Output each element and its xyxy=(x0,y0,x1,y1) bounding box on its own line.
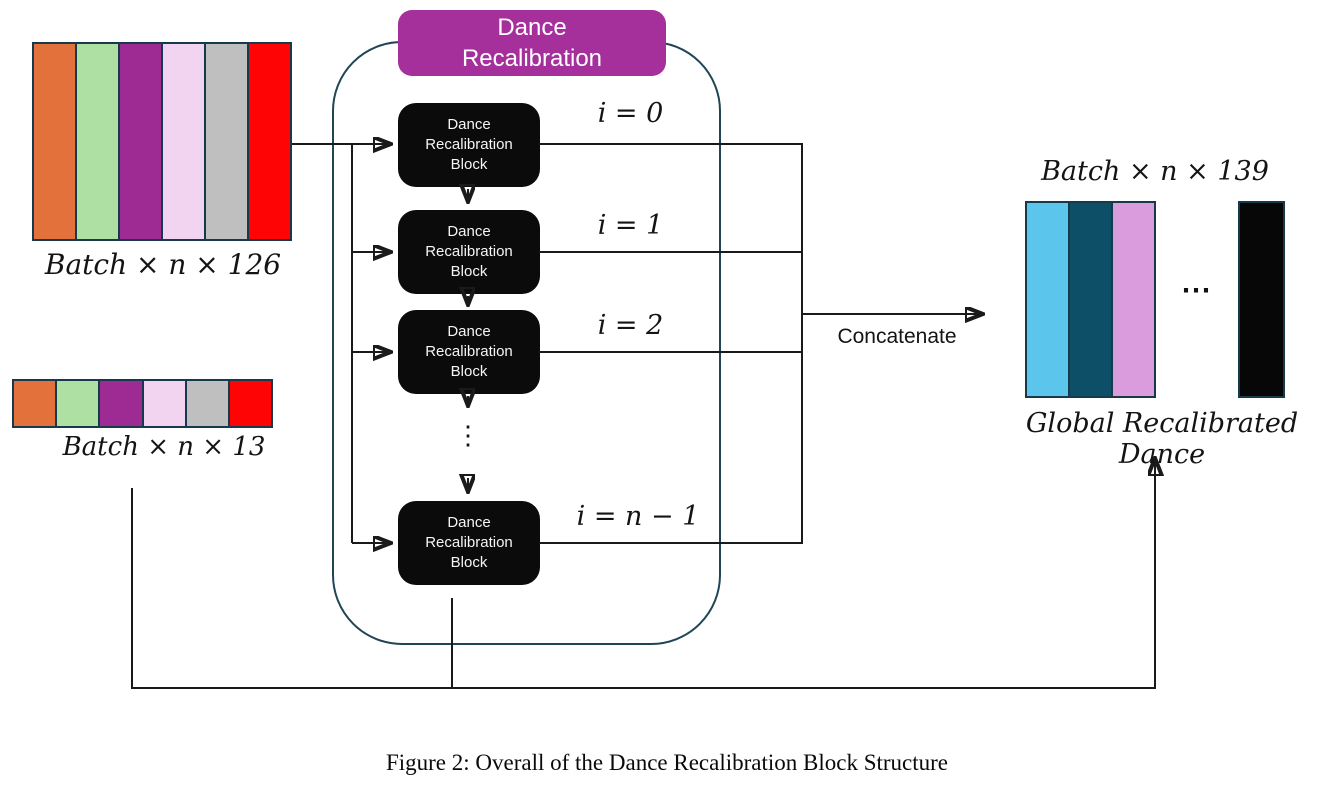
color-bar xyxy=(186,381,228,426)
aux-dim-label: Batch × n × 13 xyxy=(62,432,266,462)
output-name-label: Global Recalibrated Dance xyxy=(1025,408,1299,470)
aux-feature-bar xyxy=(12,379,273,428)
recalibration-title-label: Dance Recalibration xyxy=(461,14,603,72)
color-bar xyxy=(1027,203,1068,396)
color-bar xyxy=(100,381,142,426)
recalibration-block-label: Dance Recalibration Block xyxy=(425,514,513,571)
color-bar xyxy=(163,44,204,239)
aux-bottom-route xyxy=(131,459,1155,689)
index-label-n: i = n − 1 xyxy=(576,501,700,532)
color-bar xyxy=(229,381,272,426)
color-bar xyxy=(1070,203,1111,396)
vertical-ellipsis: ⋮ xyxy=(455,420,481,450)
index-label-2: i = 2 xyxy=(597,310,664,341)
input-feature-block xyxy=(32,42,292,241)
color-bar xyxy=(206,44,247,239)
input-dim-label: Batch × n × 126 xyxy=(44,248,282,281)
index-label-1: i = 1 xyxy=(597,210,664,241)
recalibration-block-label: Dance Recalibration Block xyxy=(425,223,513,280)
horizontal-ellipsis: ⋯ xyxy=(1181,274,1211,307)
recalibration-block-label: Dance Recalibration Block xyxy=(425,323,513,380)
color-bar xyxy=(77,44,118,239)
color-bar xyxy=(14,381,56,426)
color-bar xyxy=(143,381,185,426)
output-dim-label: Batch × n × 139 xyxy=(1041,156,1269,187)
recalibration-block-n: Dance Recalibration Block xyxy=(398,501,540,585)
recalibration-block-0: Dance Recalibration Block xyxy=(398,103,540,187)
recalibration-block-2: Dance Recalibration Block xyxy=(398,310,540,394)
output-feature-block xyxy=(1025,201,1156,398)
color-bar xyxy=(1113,203,1154,396)
figure-caption: Figure 2: Overall of the Dance Recalibra… xyxy=(385,750,949,775)
index-label-0: i = 0 xyxy=(597,98,664,129)
color-bar xyxy=(34,44,75,239)
color-bar xyxy=(120,44,161,239)
color-bar xyxy=(57,381,99,426)
recalibration-title-box: Dance Recalibration xyxy=(398,10,666,76)
recalibration-block-1: Dance Recalibration Block xyxy=(398,210,540,294)
recalibration-block-label: Dance Recalibration Block xyxy=(425,116,513,173)
color-bar xyxy=(249,44,290,239)
output-last-bar xyxy=(1238,201,1285,398)
concatenate-label: Concatenate xyxy=(837,325,957,348)
